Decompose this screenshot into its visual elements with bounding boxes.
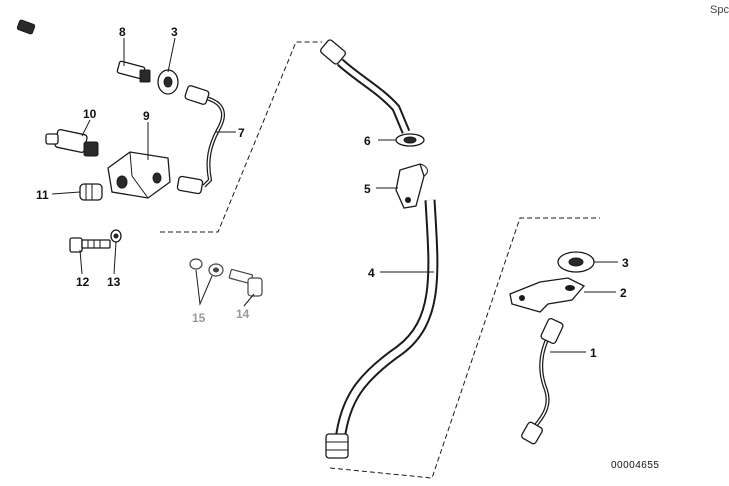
part-11-plug-screw: [79, 183, 103, 201]
callout-14: 14: [236, 307, 250, 321]
part-3-grommet-upper: [157, 69, 179, 95]
leader-3-upper: [167, 37, 176, 73]
group-outline-left: [160, 41, 322, 233]
part-5-bracket: [395, 163, 428, 209]
callout-3-lower: 3: [622, 256, 629, 270]
callout-12: 12: [76, 275, 90, 289]
leader-15: [195, 269, 213, 306]
part-2-bracket: [509, 277, 586, 313]
callout-4: 4: [368, 266, 375, 280]
part-6-grommet: [395, 133, 425, 147]
callout-2: 2: [620, 286, 627, 300]
part-15-washers: [189, 258, 224, 277]
callout-13: 13: [107, 275, 121, 289]
part-3-grommet-lower: [557, 251, 595, 273]
callout-10: 10: [83, 107, 97, 121]
document-number: 00004655: [611, 460, 660, 471]
callout-5: 5: [364, 182, 371, 196]
part-13-washer: [110, 229, 122, 243]
part-4-hose-main: [325, 199, 439, 459]
callout-9: 9: [143, 109, 150, 123]
leader-10: [81, 119, 91, 137]
callout-6: 6: [364, 134, 371, 148]
corner-label: Spc: [710, 4, 729, 16]
part-9-distributor: [107, 151, 171, 199]
leader-11: [51, 191, 81, 195]
part-1-brake-pipe: [521, 317, 564, 445]
leader-14: [243, 293, 255, 307]
part-10-switch: [45, 128, 99, 157]
group-outline-bottom: [329, 217, 600, 479]
part-4-hose-upper: [320, 39, 411, 134]
callout-7: 7: [238, 126, 245, 140]
leader-12: [79, 249, 83, 275]
callout-15: 15: [192, 311, 206, 325]
part-12-bolt: [69, 237, 111, 253]
callout-11: 11: [36, 188, 49, 202]
part-7-bent-pipe: [176, 85, 225, 195]
leader-13: [113, 241, 117, 275]
callout-8: 8: [119, 25, 126, 39]
callout-1: 1: [590, 346, 597, 360]
part-8-brake-pipe: [16, 19, 151, 83]
part-14-bolt: [228, 268, 263, 297]
callout-3-upper: 3: [171, 25, 178, 39]
